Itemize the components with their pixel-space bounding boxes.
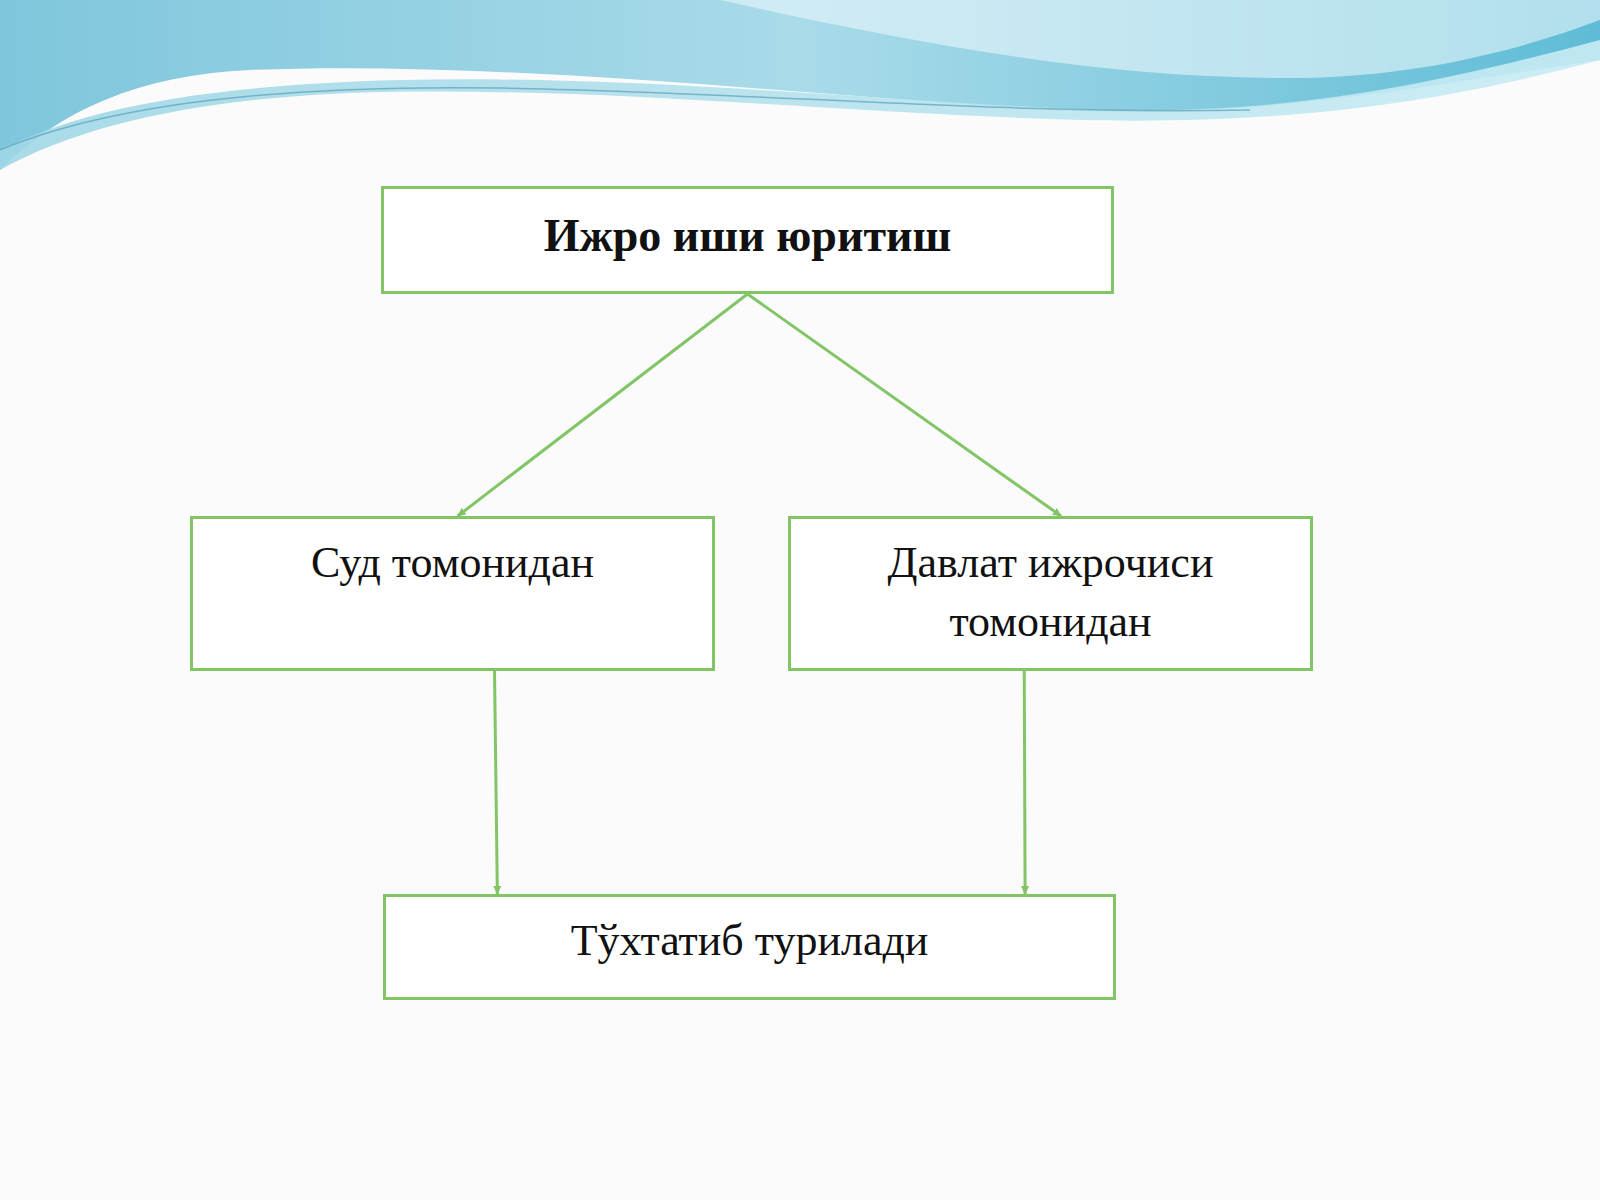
- root-box: Ижро иши юритиш: [381, 186, 1114, 294]
- connector-arrow: [495, 671, 498, 894]
- node-text: Тўхтатиб турилади: [404, 911, 1095, 970]
- node-text: Ижро иши юритиш: [402, 205, 1093, 267]
- connector-arrow: [1023, 671, 1027, 894]
- connector-arrow: [748, 294, 1062, 516]
- result-box: Тўхтатиб турилади: [383, 894, 1116, 1000]
- node-text: Давлат ижрочиси томонидан: [809, 533, 1292, 652]
- node-text: Суд томонидан: [211, 533, 694, 592]
- process-box: Суд томонидан: [190, 516, 715, 671]
- header-wave: [0, 0, 1600, 200]
- connector-arrow: [458, 294, 748, 516]
- process-box: Давлат ижрочиси томонидан: [788, 516, 1313, 671]
